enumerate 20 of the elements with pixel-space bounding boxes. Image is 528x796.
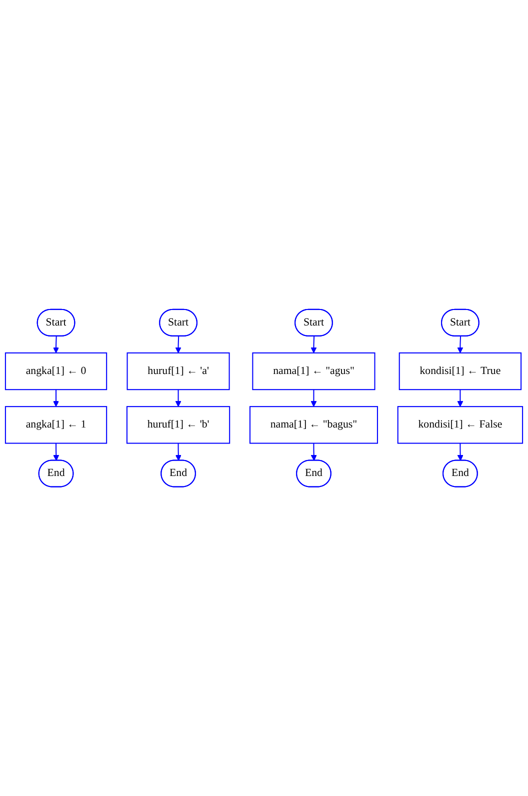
arrow xyxy=(310,390,317,407)
arrow xyxy=(53,336,59,354)
node-box: angka[1] ← 1 xyxy=(4,406,108,444)
node-box: kondisi[1] ← False xyxy=(397,406,524,444)
node-box: angka[1] ← 0 xyxy=(4,352,108,390)
node-box: huruf[1] ← 'a' xyxy=(126,352,230,390)
arrow xyxy=(175,443,182,461)
node-box: kondisi[1] ← True xyxy=(398,352,522,390)
node-box: nama[1] ← "bagus" xyxy=(249,406,378,444)
arrow xyxy=(310,336,317,354)
arrow xyxy=(310,443,317,461)
arrow xyxy=(457,390,464,407)
arrow xyxy=(53,390,59,407)
node-box: huruf[1] ← 'b' xyxy=(126,406,230,444)
arrow xyxy=(457,443,464,461)
arrow xyxy=(175,390,182,407)
node-box: nama[1] ← "agus" xyxy=(252,352,376,390)
arrow xyxy=(457,336,464,354)
arrow xyxy=(175,336,182,354)
arrow xyxy=(53,443,60,461)
